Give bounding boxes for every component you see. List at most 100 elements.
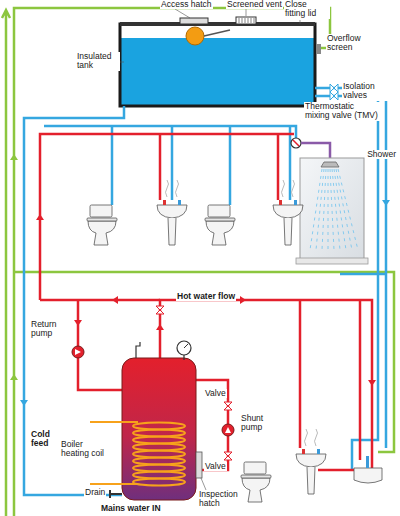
cold-pipe [24,88,386,495]
drawing-part [196,452,202,478]
drawing-part [111,126,114,205]
drawing-part [180,18,208,24]
part-label: Shower [366,150,397,159]
water-spray [336,169,352,250]
drawing-part [183,355,184,360]
drawing-part [78,300,122,390]
drawing-part [156,324,164,330]
drawing-part [90,421,138,423]
part-label: Mains water IN [100,504,162,513]
drawing-part [72,346,84,358]
water-spray [334,169,346,250]
drawing-part [296,258,368,264]
toilet [87,205,117,245]
drawing-part [299,300,302,448]
hot-water-cylinder [90,341,206,500]
part-label: Drain [84,488,106,497]
drawing-part [201,478,206,490]
drawing-part [133,423,185,486]
drawing-part [330,84,338,92]
drawing-part [204,30,230,36]
drawing-part [239,18,254,23]
drawing-part [110,490,122,498]
coil-turn [133,458,185,465]
drawing-part [293,140,299,146]
drawing-part [330,92,338,100]
drawing-part [359,300,362,460]
drawing-part [277,134,280,200]
drawing-part [136,342,140,358]
drawing-part [366,456,369,468]
drawing-part [156,306,164,314]
drawing-part [36,214,44,220]
part-label: Inspection hatch [198,490,244,509]
drawing-part [222,424,234,436]
drawing-part [316,44,321,54]
drawing-part [186,27,204,45]
drawing-part [2,10,10,516]
part-label: Isolation valves [342,82,394,101]
water-spray [316,169,324,250]
drawing-part [120,24,315,106]
part-label: Boiler heating coil [60,440,106,459]
water-spray [328,169,329,250]
drawing-part [120,38,315,106]
sink [273,180,303,245]
drawing-part [301,143,330,160]
part-label: Return pump [30,320,70,339]
drawing-part [184,344,188,348]
flow-arrows-mains [10,154,18,380]
drawing-part [225,427,231,433]
drawing-part [120,22,315,26]
part-label: Thermostatic mixing valve (TMV) [304,102,382,121]
drawing-part [246,9,247,16]
part-label: Hot water flow [176,292,236,301]
tmv [291,138,330,160]
toilet [205,205,235,245]
part-label: Close fitting lid [284,0,330,19]
coil-turn [133,479,185,486]
water-spray [338,169,358,250]
sink [157,180,187,245]
water-spray [332,169,340,250]
drawing-part [300,158,364,262]
toilet [241,462,271,502]
drawing-part [340,273,386,276]
drawing-part [224,452,232,460]
part-label: Valve [204,389,227,398]
drawing-part [289,126,292,200]
drawing-part [310,169,358,250]
mains-pipe [2,8,394,516]
drawing-part [20,400,28,406]
drawing-part [75,349,81,355]
coil-turn [133,423,185,430]
water-spray [330,169,334,250]
drawing-part [229,126,232,205]
drawing-part [368,380,376,386]
drawing-part [40,299,160,302]
drawing-part [90,483,138,485]
coil-turn [133,451,185,458]
water-spray [310,169,322,250]
shower [296,158,368,264]
coil-turn [133,444,185,451]
storage-tank [116,9,321,106]
drawing-part [321,162,339,167]
coil-turn [133,430,185,437]
drawing-part [40,134,294,300]
isolation-valve-symbols [330,84,338,100]
small-basin [354,456,382,483]
water-spray [322,169,326,250]
sink [296,429,326,494]
drawing-part [14,8,330,516]
drawing-part [382,200,390,206]
part-label: Overflow screen [326,34,376,53]
drawing-part [10,154,18,160]
drawing-part [10,374,18,380]
drawing-part [224,402,232,410]
coil-turn [133,472,185,479]
part-label: Valve [204,462,227,471]
drawing-part [74,320,82,326]
part-label: Screened vent [226,0,283,9]
